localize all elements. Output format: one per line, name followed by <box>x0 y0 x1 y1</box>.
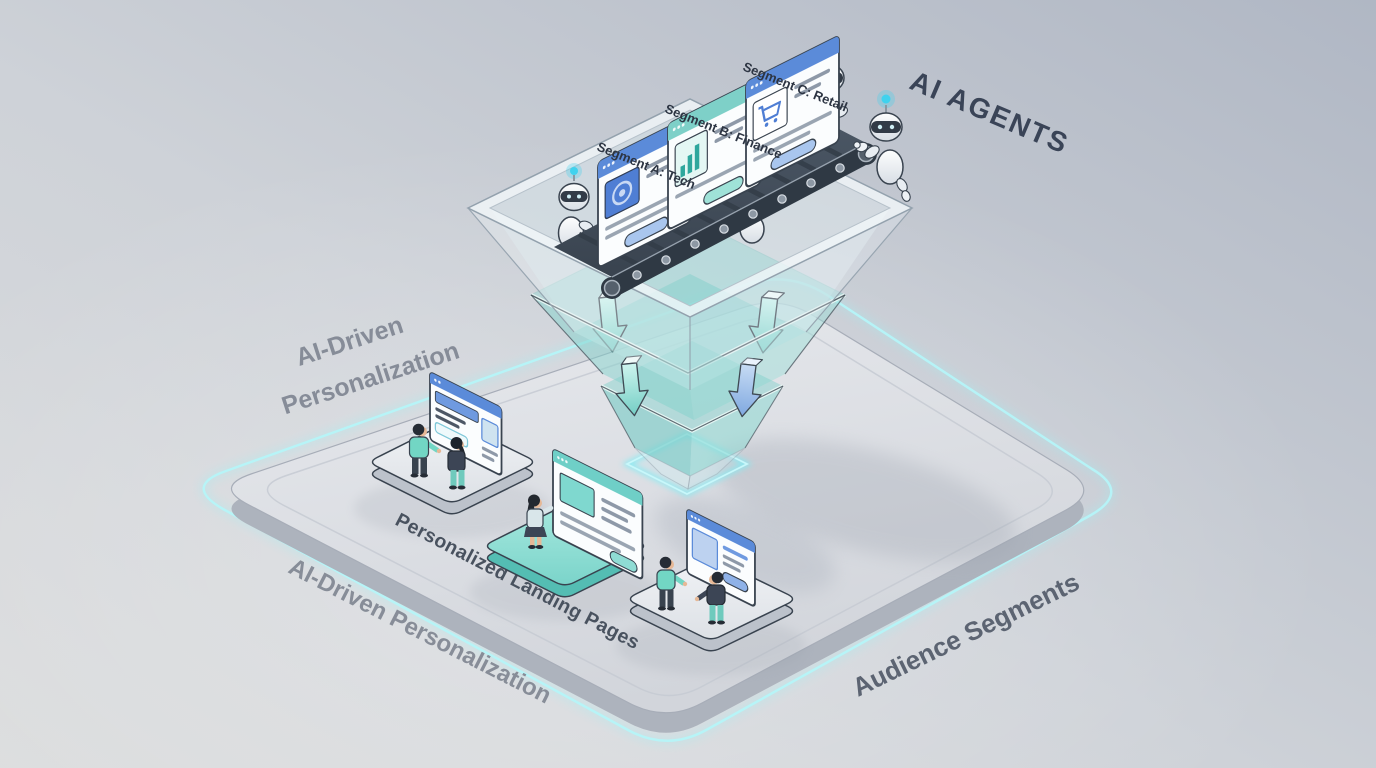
card-button <box>609 550 638 573</box>
landing-page-3 <box>686 509 756 607</box>
person-station3-man1 <box>656 556 688 611</box>
segment-card-a <box>597 116 692 268</box>
person-station1-woman <box>447 437 466 490</box>
card-button <box>770 138 817 171</box>
funnel-band-lower <box>600 341 784 476</box>
landing-station-2 <box>486 449 645 598</box>
robot-4 <box>853 90 911 202</box>
person-station3-man2 <box>694 571 726 625</box>
funnel-tip <box>634 447 746 490</box>
card-button <box>703 175 744 205</box>
person-station2-woman <box>524 494 554 549</box>
segment-card-b <box>667 78 762 230</box>
antenna-glow <box>570 167 578 175</box>
segment-card-c <box>745 36 840 188</box>
gear-icon <box>604 166 640 220</box>
down-arrow-front-left-icon <box>615 355 649 417</box>
landing-station-1 <box>371 372 534 515</box>
landing-page-2 <box>552 449 644 580</box>
shopping-cart-icon <box>752 86 788 142</box>
funnel-band-upper <box>529 216 847 420</box>
antenna-glow <box>881 94 891 104</box>
bar-chart-icon <box>674 129 708 188</box>
down-arrow-front-right-icon <box>728 357 764 418</box>
landing-station-3 <box>629 509 794 652</box>
person-station1-man <box>408 423 442 478</box>
